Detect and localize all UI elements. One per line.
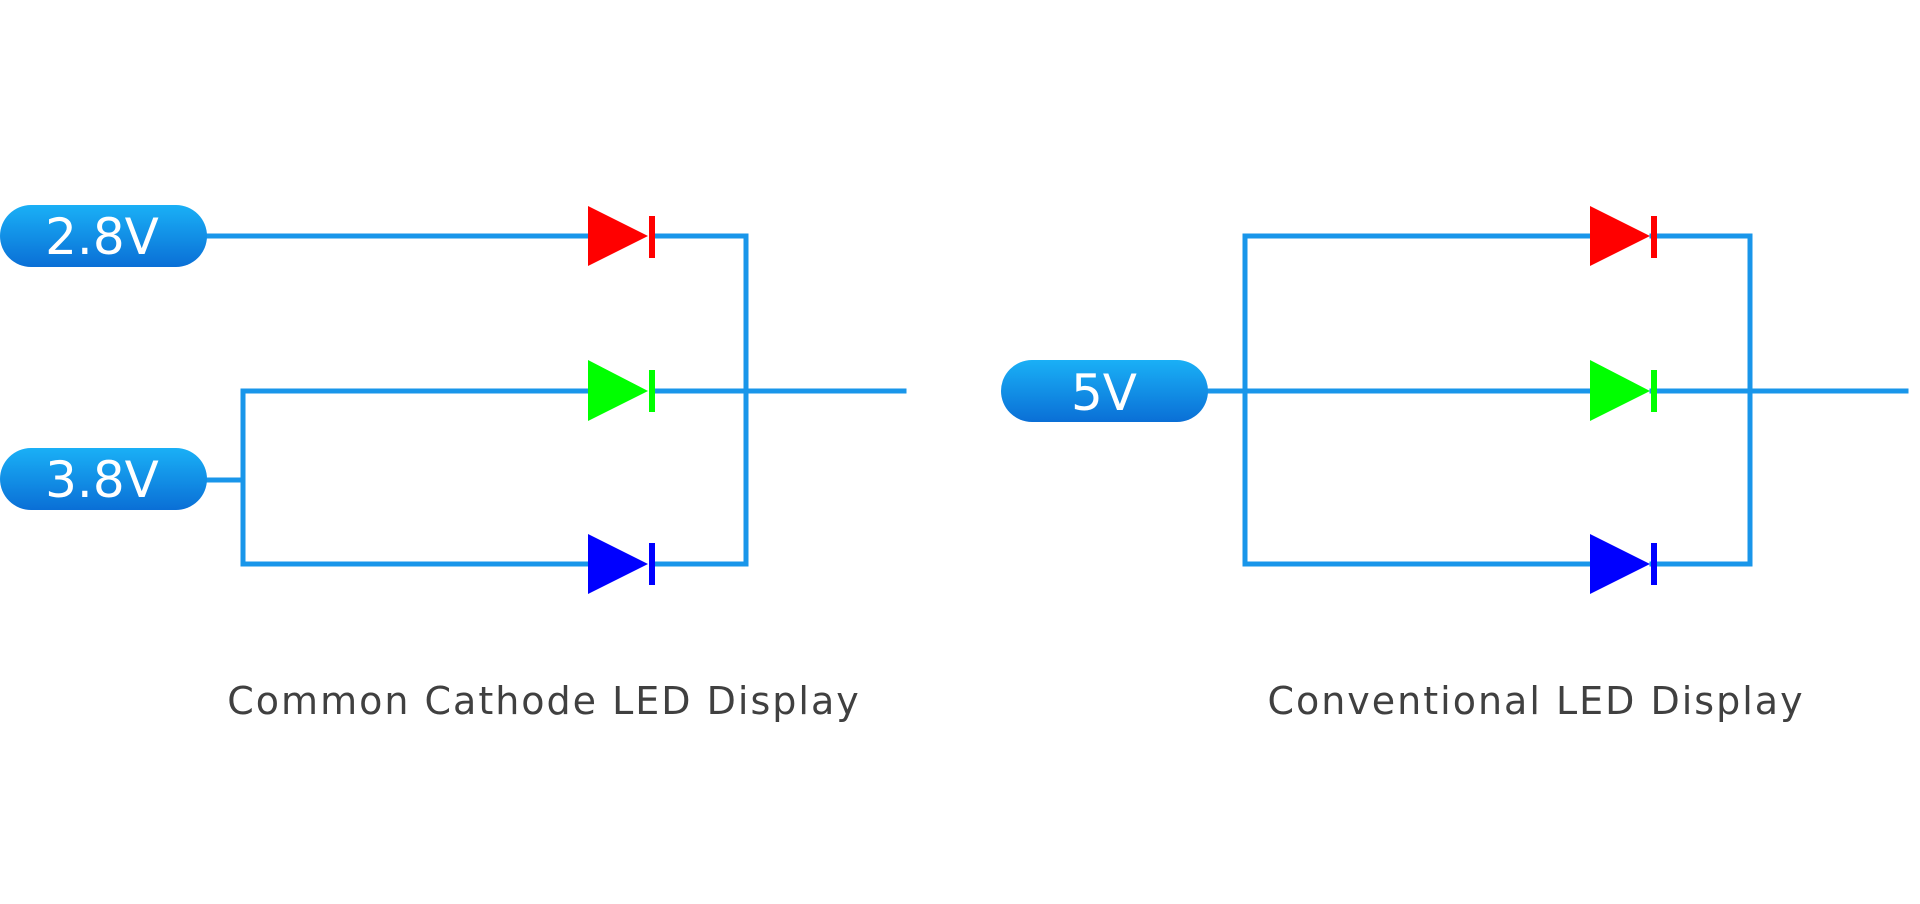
wire-red-cathode [649, 233, 749, 567]
green-led-diode-icon [588, 360, 655, 421]
common-cathode-circuit: 2.8V 3.8V Common Cathode LED Display [0, 205, 907, 723]
voltage-label: 2.8V [45, 208, 159, 266]
caption-common-cathode: Common Cathode LED Display [227, 679, 860, 723]
green-led-diode-icon [1590, 360, 1657, 421]
blue-led-diode-icon [1590, 534, 1657, 594]
voltage-badge-2-8v: 2.8V [0, 205, 207, 267]
wire-cathode-bus [1649, 233, 1909, 567]
wire-split-3-8v [197, 388, 246, 567]
voltage-badge-3-8v: 3.8V [0, 448, 207, 510]
caption-conventional: Conventional LED Display [1267, 679, 1804, 723]
red-led-diode-icon [1590, 206, 1657, 266]
voltage-label: 3.8V [45, 451, 159, 509]
voltage-badge-5v: 5V [1001, 360, 1208, 422]
voltage-label: 5V [1071, 364, 1137, 422]
conventional-circuit: 5V Conventional LED Display [1001, 206, 1909, 723]
red-led-diode-icon [588, 206, 655, 266]
blue-led-diode-icon [588, 534, 655, 594]
